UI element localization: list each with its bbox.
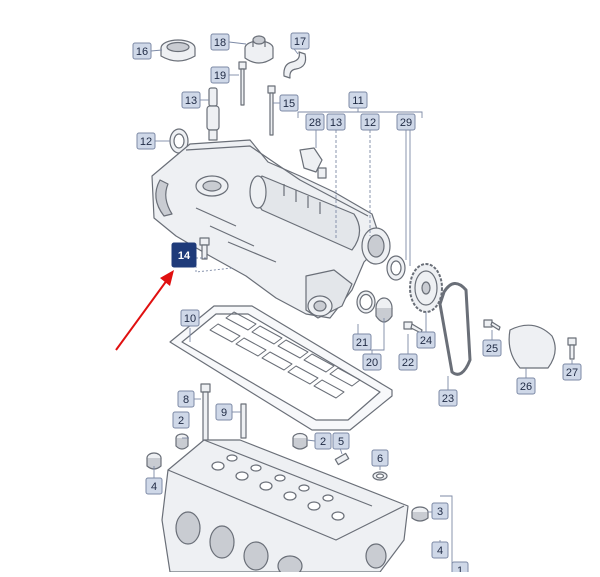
svg-text:12: 12 [140,136,152,148]
callout-17[interactable]: 17 [290,32,310,50]
cap-20-part [375,297,393,323]
svg-text:22: 22 [402,357,414,369]
callout-12[interactable]: 12 [136,132,156,150]
callout-13[interactable]: 13 [181,91,201,109]
svg-text:20: 20 [366,357,378,369]
callout-21[interactable]: 21 [352,333,372,351]
svg-text:9: 9 [221,407,227,419]
seal-29-part [386,255,406,281]
sensor-28-part [299,147,327,179]
callout-22[interactable]: 22 [398,353,418,371]
svg-text:21: 21 [356,337,368,349]
svg-text:5: 5 [338,436,344,448]
callout-2[interactable]: 2 [172,411,190,429]
bolt-15-part [267,85,276,136]
bolt-14-part [199,237,210,260]
pin-5-part [334,452,350,466]
callout-14-highlighted[interactable]: 14 [171,242,197,268]
callout-27[interactable]: 27 [562,363,582,381]
callout-19[interactable]: 19 [210,66,230,84]
svg-text:16: 16 [136,46,148,58]
callout-2-right[interactable]: 2 [314,432,332,450]
cover-gasket-part [169,305,393,431]
svg-text:1: 1 [457,565,463,572]
svg-text:23: 23 [442,393,454,405]
callout-3[interactable]: 3 [431,502,449,520]
callout-15[interactable]: 15 [279,94,299,112]
svg-text:2: 2 [320,436,326,448]
svg-text:18: 18 [214,37,226,49]
bolt-25-part [483,319,501,331]
bolt-22-part [403,321,423,334]
svg-text:24: 24 [420,335,432,347]
breather-hose-part [283,51,307,79]
svg-text:15: 15 [283,98,295,110]
callout-28[interactable]: 28 [305,113,325,131]
callouts: 16 18 17 19 13 15 11 28 13 12 29 12 14 1… [132,32,582,577]
bolt-19-part [238,61,247,106]
callout-18[interactable]: 18 [210,33,230,51]
ring-6-part [372,471,388,481]
svg-text:17: 17 [294,36,306,48]
plug-2b-part [292,432,308,450]
callout-10[interactable]: 10 [180,309,200,327]
callout-13-cover[interactable]: 13 [326,113,346,131]
cylinder-head-cover-part [151,139,391,319]
svg-text:8: 8 [183,394,189,406]
callout-26[interactable]: 26 [516,377,536,395]
callout-4[interactable]: 4 [145,477,163,495]
callout-12-cover[interactable]: 12 [360,113,380,131]
control-valve-13-part [206,87,220,141]
svg-text:11: 11 [352,95,363,107]
bolt-8-part [200,383,211,443]
svg-text:19: 19 [214,70,226,82]
highlight-arrow [115,270,174,351]
callout-8[interactable]: 8 [177,390,195,408]
callout-11[interactable]: 11 [348,91,368,109]
callout-16[interactable]: 16 [132,42,152,60]
seal-ring-21-part [356,290,376,314]
callout-9[interactable]: 9 [215,403,233,421]
belt-cover-part [508,324,556,369]
svg-text:4: 4 [437,545,443,557]
oil-filler-cap-part [160,39,196,62]
callout-6[interactable]: 6 [371,449,389,467]
breather-cap-part [244,35,274,64]
plug-3-part [411,506,429,522]
callout-20[interactable]: 20 [362,353,382,371]
svg-text:13: 13 [185,95,197,107]
camshaft-sprocket-part [409,263,443,313]
callout-4-right[interactable]: 4 [431,541,449,559]
svg-text:12: 12 [364,117,376,129]
seal-ring-12-part [169,128,189,154]
svg-text:13: 13 [330,117,342,129]
callout-1[interactable]: 1 [451,561,469,577]
callout-29[interactable]: 29 [396,113,416,131]
stud-9-part [240,403,247,439]
svg-text:28: 28 [309,117,321,129]
plug-4a-part [146,452,162,470]
svg-text:4: 4 [151,481,157,493]
callout-5[interactable]: 5 [332,432,350,450]
svg-text:3: 3 [437,506,443,518]
toothed-belt-part [438,282,472,376]
svg-text:6: 6 [377,453,383,465]
callout-24[interactable]: 24 [416,331,436,349]
svg-text:25: 25 [486,343,498,355]
svg-text:14: 14 [178,250,191,262]
plug-2a-part [175,433,189,450]
callout-25[interactable]: 25 [482,339,502,357]
svg-text:10: 10 [184,313,196,325]
cylinder-head-part [161,439,409,577]
svg-text:27: 27 [566,367,578,379]
svg-text:29: 29 [400,117,412,129]
svg-text:2: 2 [178,415,184,427]
bolt-27-part [567,337,577,360]
callout-23[interactable]: 23 [438,389,458,407]
svg-text:26: 26 [520,381,532,393]
